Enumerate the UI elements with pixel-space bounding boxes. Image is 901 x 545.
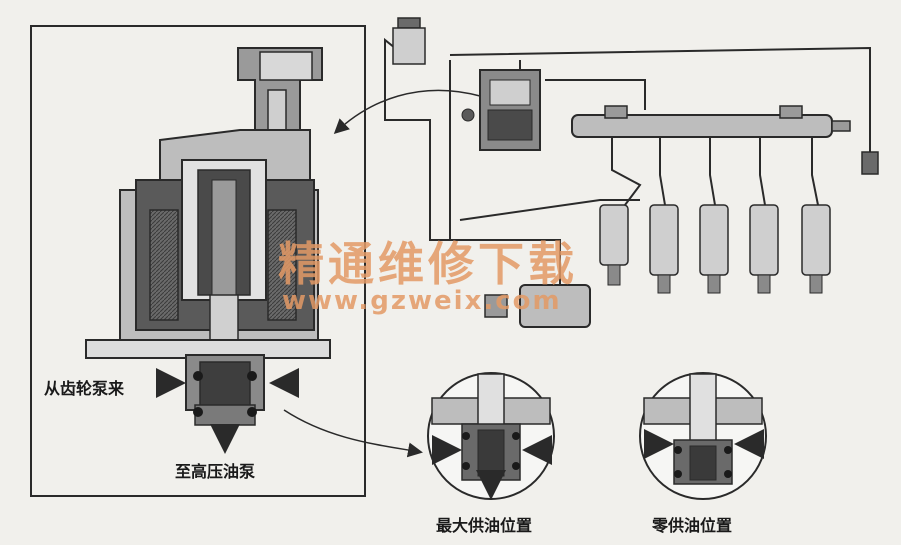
pointer-arrow-to-zoom [283, 409, 423, 458]
pointer-arrow-to-detail [333, 89, 481, 135]
injector-3 [699, 137, 729, 294]
common-rail [571, 105, 851, 138]
injector-2 [649, 137, 679, 294]
watermark-title: 精通维修下载 [278, 237, 578, 291]
injector-5 [801, 137, 831, 294]
zoom-max-supply [427, 372, 555, 500]
fuel-lines [384, 37, 871, 290]
injectors [599, 137, 831, 294]
watermark-url: www.gzweix.com [282, 286, 562, 316]
injector-1 [599, 137, 642, 286]
zoom-zero-supply [639, 372, 767, 500]
fuel-tank [484, 284, 591, 328]
pressure-valve [861, 151, 879, 175]
detail-frame [30, 25, 366, 497]
label-to-high-pressure-pump: 至高压油泵 [175, 462, 256, 481]
high-pressure-pump [461, 69, 541, 151]
injector-4 [749, 137, 779, 294]
fuel-filter [392, 17, 426, 65]
label-from-gear-pump: 从齿轮泵来 [44, 379, 125, 398]
label-zero-supply-position: 零供油位置 [652, 516, 733, 535]
metering-valve-section [85, 47, 331, 454]
label-max-supply-position: 最大供油位置 [436, 516, 533, 535]
